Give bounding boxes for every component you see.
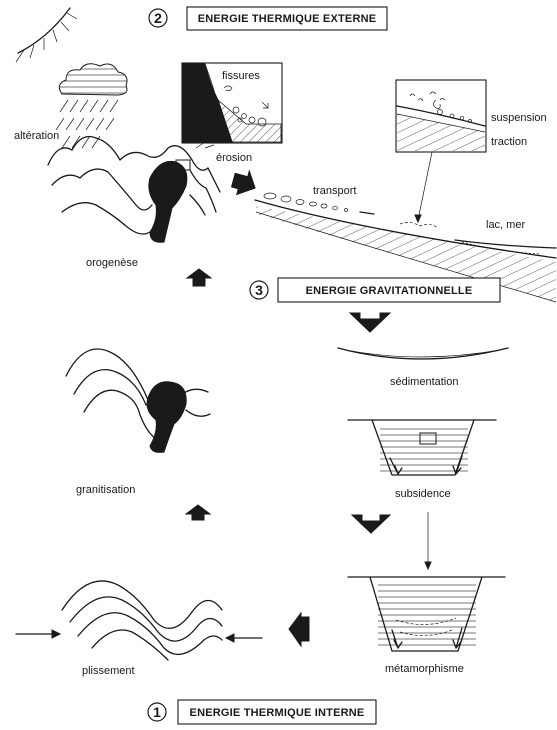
sun-icon (15, 7, 78, 63)
label-fissures: fissures (222, 70, 260, 82)
energy-external-number: 2 (154, 10, 162, 26)
label-transport: transport (313, 185, 356, 197)
number-circle-1 (147, 702, 167, 722)
arrow-up-orogenese (185, 268, 213, 287)
energy-gravitational-box (277, 277, 501, 303)
energy-internal-number: 1 (153, 704, 161, 720)
suspension-traction-inset (395, 79, 487, 153)
energy-internal-header: 1 ENERGIE THERMIQUE INTERNE (147, 699, 377, 725)
label-suspension: suspension (491, 112, 547, 124)
energy-internal-title: ENERGIE THERMIQUE INTERNE (190, 707, 365, 719)
label-erosion: érosion (216, 152, 252, 164)
energy-gravitational-title: ENERGIE GRAVITATIONNELLE (306, 285, 473, 297)
zoom-leader-suspension (417, 151, 433, 221)
number-circle-3 (249, 280, 269, 300)
energy-external-box (186, 6, 388, 31)
granitisation-folds (65, 348, 211, 453)
label-plissement: plissement (82, 665, 135, 677)
number-circle-2 (148, 8, 168, 28)
arrow-up-granitisation (184, 504, 212, 521)
arrow-left-plissement (288, 611, 310, 648)
arrow-down-sedimentation (348, 312, 392, 333)
arrow-down-metamorphisme (350, 514, 392, 534)
label-traction: traction (491, 136, 527, 148)
sedimentation-basin (337, 347, 509, 360)
metamorphism-basin (347, 576, 506, 652)
plissement-folds (15, 580, 263, 661)
rain-cloud-icon (55, 63, 128, 149)
mountain-range (47, 135, 221, 243)
label-granitisation: granitisation (76, 484, 135, 496)
label-metamorphisme: métamorphisme (385, 663, 464, 675)
arrow-to-transport (230, 169, 256, 196)
subsidence-basin (347, 419, 497, 476)
label-orogenese: orogenèse (86, 257, 138, 269)
label-subsidence: subsidence (395, 488, 451, 500)
energy-internal-box (177, 699, 377, 725)
energy-gravitational-header: 3 ENERGIE GRAVITATIONNELLE (249, 277, 501, 303)
energy-external-header: 2 ENERGIE THERMIQUE EXTERNE (148, 6, 388, 31)
label-lac-mer: lac, mer (486, 219, 525, 231)
label-sedimentation: sédimentation (390, 376, 459, 388)
label-alteration: altération (14, 130, 59, 142)
energy-gravitational-number: 3 (255, 282, 263, 298)
energy-external-title: ENERGIE THERMIQUE EXTERNE (198, 13, 377, 25)
fissures-inset (181, 62, 283, 144)
